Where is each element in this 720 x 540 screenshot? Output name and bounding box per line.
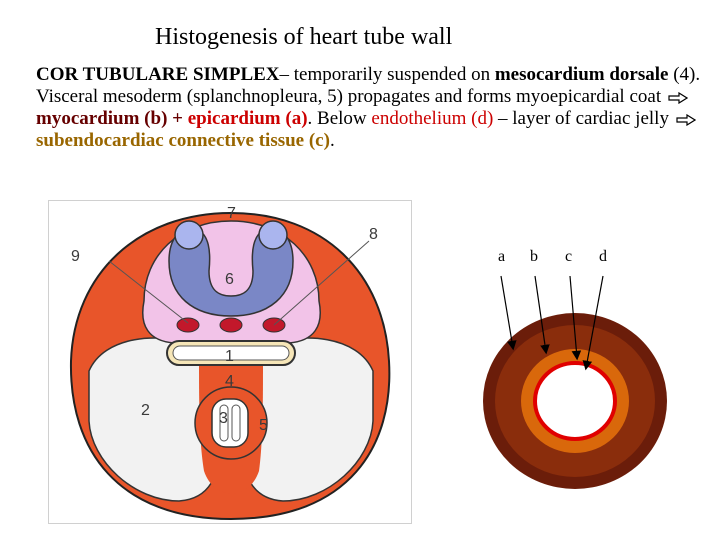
neural-fold bbox=[174, 220, 204, 250]
pointer-b bbox=[534, 275, 550, 355]
embryo-label: 8 bbox=[369, 226, 378, 243]
embryo-label: 9 bbox=[71, 248, 80, 265]
outline-arrow-right-icon bbox=[676, 113, 696, 126]
pointer-a bbox=[500, 275, 517, 351]
endothelium-layer bbox=[533, 361, 617, 441]
embryo-diagram: 1 2 3 4 5 6 7 8 9 bbox=[69, 205, 391, 521]
ring-label-d: d bbox=[599, 248, 607, 265]
embryo-label: 6 bbox=[225, 271, 234, 288]
term-subendocardiac: subendocardiac connective tissue (c) bbox=[36, 130, 330, 151]
pointer-c bbox=[569, 275, 582, 361]
ring-label-c: c bbox=[565, 248, 573, 265]
embryo-label: 5 bbox=[259, 417, 268, 434]
text-segment: . Below bbox=[307, 108, 372, 129]
neural-tube bbox=[168, 226, 294, 317]
heart-lumen bbox=[211, 398, 249, 448]
embryo-label: 7 bbox=[227, 205, 236, 222]
outline-arrow-right-icon bbox=[668, 91, 688, 104]
neural-fold bbox=[258, 220, 288, 250]
ring-label-a: a bbox=[498, 248, 506, 265]
term-cor-tubulare: COR TUBULARE SIMPLEX bbox=[36, 64, 280, 85]
dorsal-aorta bbox=[176, 317, 200, 333]
term-endothelium: endothelium (d) bbox=[371, 108, 494, 129]
text-segment: (4). Visceral mesoderm (splanchnopleura,… bbox=[36, 64, 701, 107]
term-mesocardium: mesocardium dorsale bbox=[494, 64, 669, 85]
embryo-label: 3 bbox=[219, 410, 228, 427]
dorsal-aorta bbox=[219, 317, 243, 333]
embryo-label: 2 bbox=[141, 402, 150, 419]
slide-title: Histogenesis of heart tube wall bbox=[155, 24, 453, 50]
text-segment: . bbox=[329, 130, 335, 151]
text-segment: – temporarily suspended on bbox=[279, 64, 495, 85]
term-myocardium: myocardium (b) + bbox=[36, 108, 183, 129]
pointer-d bbox=[582, 275, 604, 371]
term-epicardium: epicardium (a) bbox=[187, 108, 308, 129]
embryo-label: 4 bbox=[225, 373, 234, 390]
embryo-cross-section-image: 1 2 3 4 5 6 7 8 9 bbox=[48, 200, 412, 524]
heart-wall-rings-diagram bbox=[483, 275, 667, 489]
text-segment: – layer of cardiac jelly bbox=[493, 108, 674, 129]
ring-label-b: b bbox=[530, 248, 538, 265]
description-text: COR TUBULARE SIMPLEX– temporarily suspen… bbox=[36, 64, 716, 152]
embryo-label: 1 bbox=[225, 348, 234, 365]
